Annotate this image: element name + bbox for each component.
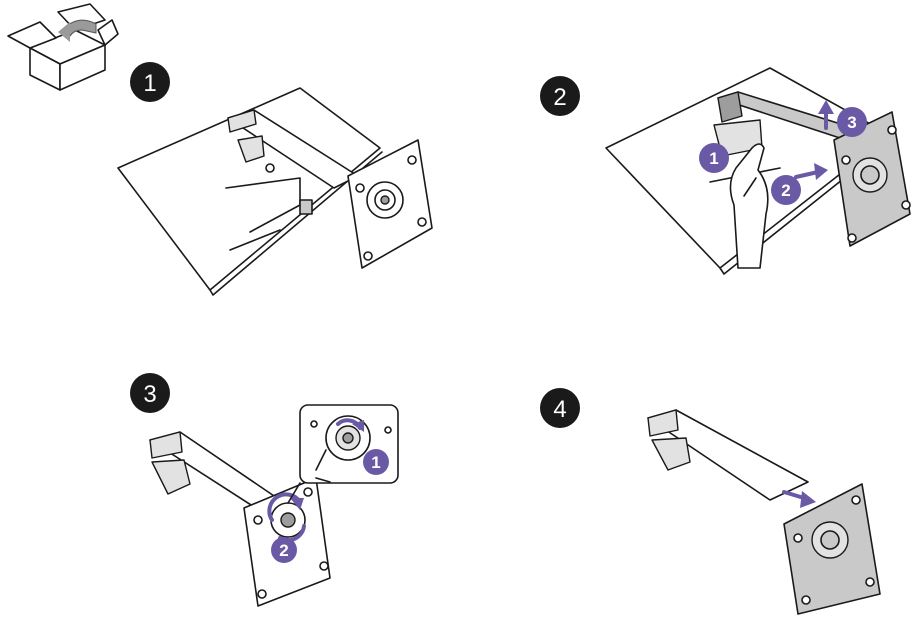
step-3-badge: 3 <box>130 373 170 413</box>
step-2-sub-label-2: 2 <box>771 175 801 205</box>
svg-text:2: 2 <box>781 181 790 200</box>
svg-text:2: 2 <box>553 84 566 111</box>
step-1-badge: 1 <box>130 62 170 102</box>
svg-text:1: 1 <box>709 149 718 168</box>
unbox-icon <box>7 3 119 91</box>
step-2-sub-label-3: 3 <box>837 107 867 137</box>
step-3-illustration <box>149 404 399 607</box>
step-4-illustration <box>647 409 881 615</box>
svg-text:3: 3 <box>143 381 156 408</box>
step-3-sub-label-1: 1 <box>363 449 389 475</box>
hand <box>729 143 769 269</box>
step-4-badge: 4 <box>540 388 580 428</box>
svg-text:2: 2 <box>279 541 288 560</box>
svg-text:3: 3 <box>847 113 856 132</box>
svg-text:4: 4 <box>553 396 566 423</box>
step-1-illustration <box>117 87 433 296</box>
svg-text:1: 1 <box>371 453 380 472</box>
step-3-sub-label-2: 2 <box>271 537 297 563</box>
step-2-badge: 2 <box>540 76 580 116</box>
step-2-illustration <box>605 67 911 275</box>
step-2-sub-label-1: 1 <box>699 143 729 173</box>
svg-text:1: 1 <box>143 70 156 97</box>
